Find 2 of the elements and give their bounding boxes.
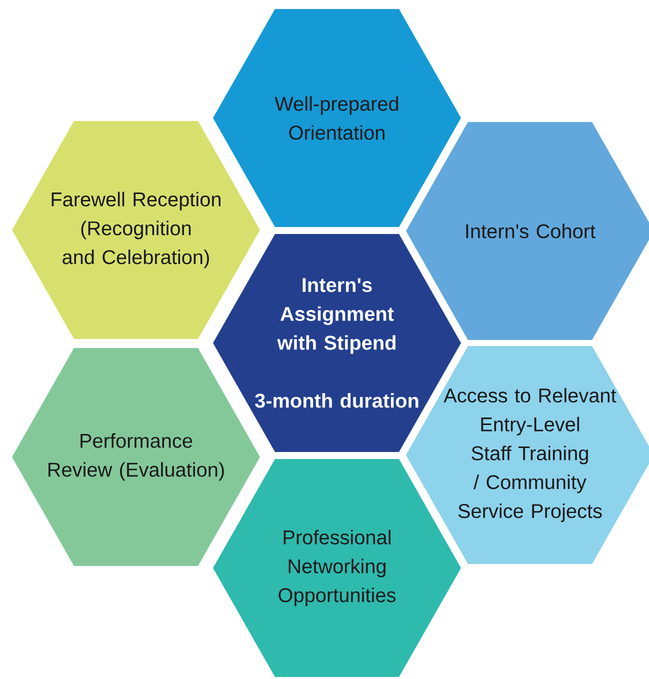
hexagon: Farewell Reception (Recognition and Celebration) [12,121,260,339]
hexagon: Intern's Cohort [406,122,649,340]
